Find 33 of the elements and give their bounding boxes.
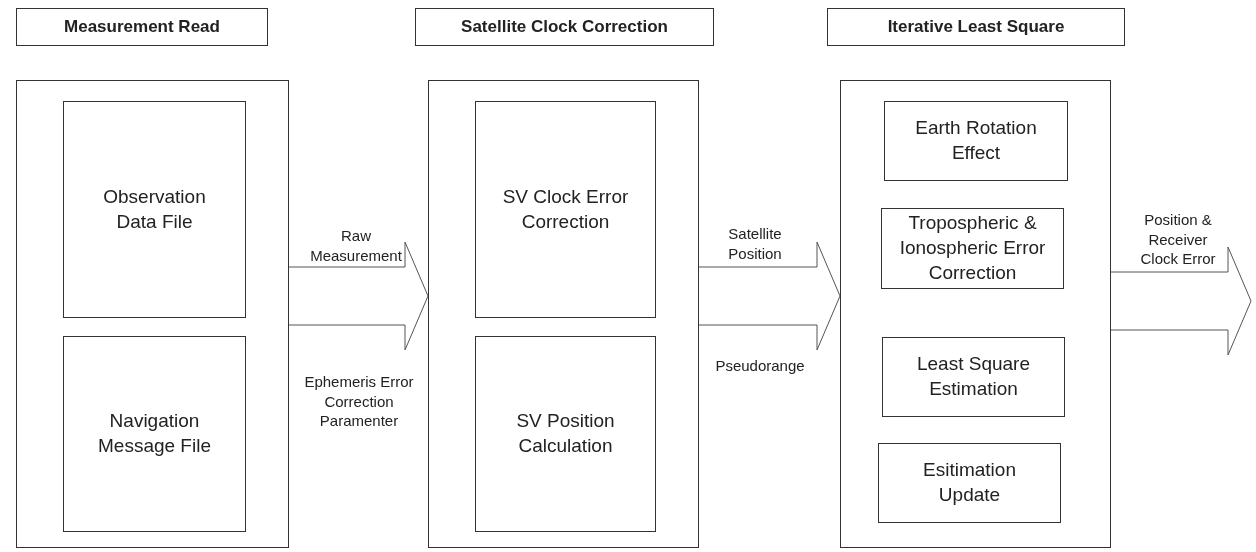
block-arrow	[288, 241, 429, 351]
section-title: Satellite Clock Correction	[461, 15, 668, 38]
process-label: Least Square Estimation	[916, 352, 1031, 401]
process-box	[884, 101, 1068, 181]
edge-label: Position & Receiver Clock Error	[1139, 210, 1217, 269]
flow-note: Ephemeris Error Correction Paramenter	[303, 372, 415, 431]
process-label: Esitimation Update	[922, 458, 1017, 507]
section-header-box	[827, 8, 1125, 46]
section-header-box	[16, 8, 268, 46]
edge-label: Raw Measurement	[309, 226, 403, 265]
process-box	[881, 208, 1064, 289]
process-box	[882, 337, 1065, 417]
process-label: Earth Rotation Effect	[914, 116, 1038, 165]
flow-note: Pseudorange	[714, 356, 806, 376]
block-arrow	[698, 241, 841, 351]
section-header-box	[415, 8, 714, 46]
edge-label: Satellite Position	[727, 224, 783, 263]
process-label: SV Position Calculation	[515, 409, 616, 458]
process-label: Tropospheric & Ionospheric Error Correction	[898, 211, 1047, 285]
container-box	[840, 80, 1111, 548]
process-box	[63, 101, 246, 318]
process-box	[475, 101, 656, 318]
section-title: Iterative Least Square	[887, 15, 1065, 38]
block-arrow	[1110, 246, 1252, 356]
process-label: SV Clock Error Correction	[501, 184, 630, 234]
container-box	[428, 80, 699, 548]
process-label: Navigation Message File	[97, 409, 212, 458]
process-box	[63, 336, 246, 532]
process-label: Observation Data File	[102, 184, 207, 234]
process-box	[878, 443, 1061, 523]
section-title: Measurement Read	[64, 15, 220, 38]
container-box	[16, 80, 289, 548]
process-box	[475, 336, 656, 532]
